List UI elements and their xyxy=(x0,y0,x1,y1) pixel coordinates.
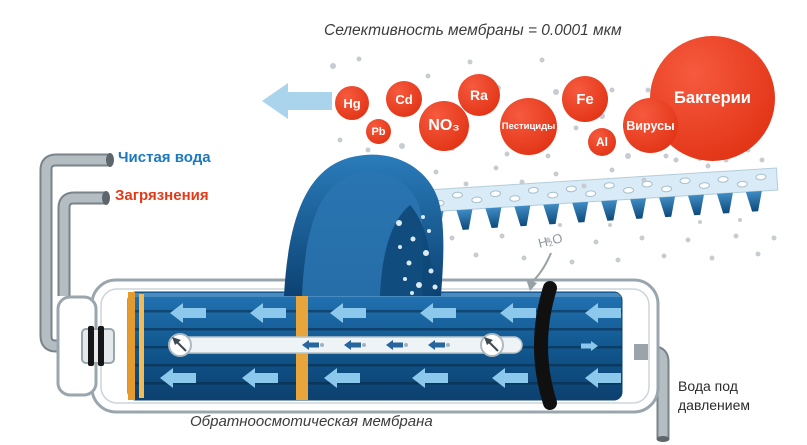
contaminant-pipe xyxy=(57,191,110,296)
particle-hg: Hg xyxy=(335,86,369,120)
center-tube xyxy=(168,333,523,357)
scatter-dots xyxy=(330,56,777,265)
particle-cd: Cd xyxy=(386,81,422,117)
particle-al: Al xyxy=(588,128,616,156)
left-flow-arrow-icon xyxy=(262,83,332,119)
particle-pesticides: Пестициды xyxy=(500,98,557,155)
particle-no3: NO₃ xyxy=(419,101,469,151)
membrane-curl xyxy=(284,154,444,296)
clean-water-pipe xyxy=(39,153,114,353)
particle-viruses: Вирусы xyxy=(623,98,678,153)
clean-water-label: Чистая вода xyxy=(118,149,211,166)
pressure-inlet-label: Вода под давлением xyxy=(678,378,750,413)
diagram-title: Селективность мембраны = 0.0001 мкм xyxy=(324,22,622,39)
membrane-caption: Обратноосмотическая мембрана xyxy=(190,413,433,430)
flow-gauge-icon xyxy=(480,333,504,357)
particle-fe: Fe xyxy=(562,76,608,122)
flow-gauge-icon xyxy=(168,333,192,357)
contaminants-label: Загрязнения xyxy=(115,187,209,204)
h2o-down-arrow-icon xyxy=(526,252,552,291)
particle-pb: Pb xyxy=(366,119,391,144)
particle-ra: Ra xyxy=(458,74,500,116)
seal-ring xyxy=(534,281,557,410)
